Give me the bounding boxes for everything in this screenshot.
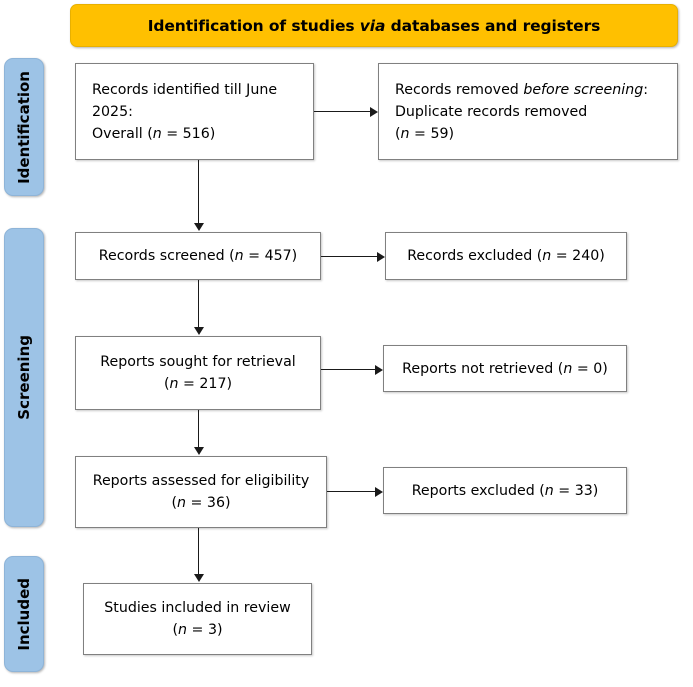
arrowhead-screened-to-excluded [377, 252, 385, 262]
connector-identified-to-screened [198, 160, 199, 224]
reports-assessed-count-prefix: ( [171, 495, 178, 511]
reports-not-retrieved-var: n [563, 360, 573, 377]
reports-sought-count-prefix: ( [163, 376, 170, 392]
stage-tab-included: Included [4, 556, 44, 672]
reports-assessed-count-suffix: = 36) [186, 495, 231, 511]
studies-included-count: (n = 3) [84, 619, 311, 641]
duplicates-line1: Records removed before screening: [379, 79, 677, 101]
duplicates-count: (n = 59) [379, 123, 677, 145]
connector-assessed-to-excluded [327, 491, 375, 492]
records-identified-count-prefix: Overall ( [92, 125, 153, 142]
duplicates-line2: Duplicate records removed [395, 103, 588, 120]
reports-excluded-var: n [544, 482, 554, 499]
node-records-identified: Records identified till June 2025: Overa… [75, 63, 314, 160]
studies-included-count-var: n [178, 622, 188, 638]
diagram-title: Identification of studies via databases … [148, 17, 601, 35]
connector-identified-to-duplicates [314, 111, 370, 112]
reports-excluded-text: Reports excluded (n = 33) [384, 480, 626, 502]
banner-text-italic: via [359, 16, 386, 35]
duplicates-count-var: n [400, 125, 410, 142]
node-reports-not-retrieved: Reports not retrieved (n = 0) [383, 345, 627, 392]
records-identified-line1: Records identified till June [92, 81, 278, 98]
connector-sought-to-not-retrieved [321, 369, 375, 370]
node-records-excluded: Records excluded (n = 240) [385, 232, 627, 280]
duplicates-line1-italic: before screening [523, 81, 644, 98]
node-records-removed-duplicates: Records removed before screening: Duplic… [378, 63, 678, 160]
node-records-screened: Records screened (n = 457) [75, 232, 321, 280]
reports-excluded-suffix: = 33) [553, 482, 599, 499]
records-identified-line2: 2025: [92, 103, 133, 120]
reports-assessed-count: (n = 36) [76, 492, 326, 514]
node-reports-excluded: Reports excluded (n = 33) [383, 467, 627, 514]
stage-label-included: Included [15, 577, 33, 651]
duplicates-count-prefix: ( [395, 125, 401, 142]
records-excluded-var: n [542, 248, 552, 264]
duplicates-line1-prefix: Records removed [395, 81, 524, 98]
duplicates-count-suffix: = 59) [409, 125, 455, 142]
studies-included-count-suffix: = 3) [187, 622, 223, 638]
arrowhead-identified-to-duplicates [370, 107, 378, 117]
records-screened-suffix: = 457) [243, 248, 298, 264]
reports-excluded-prefix: Reports excluded ( [411, 482, 545, 499]
reports-not-retrieved-text: Reports not retrieved (n = 0) [384, 358, 626, 380]
connector-screened-to-sought [198, 280, 199, 328]
stage-tab-screening: Screening [4, 228, 44, 527]
records-excluded-text: Records excluded (n = 240) [386, 245, 626, 267]
reports-sought-count-var: n [169, 376, 179, 392]
arrowhead-sought-to-not-retrieved [375, 365, 383, 375]
records-screened-prefix: Records screened ( [98, 248, 235, 264]
studies-included-count-prefix: ( [172, 622, 179, 638]
stage-tab-identification: Identification [4, 58, 44, 196]
reports-assessed-count-var: n [177, 495, 187, 511]
records-screened-text: Records screened (n = 457) [76, 245, 320, 267]
reports-assessed-line1: Reports assessed for eligibility [92, 473, 310, 489]
records-excluded-suffix: = 240) [551, 248, 605, 264]
records-screened-var: n [234, 248, 244, 264]
records-identified-count: Overall (n = 516) [76, 123, 313, 145]
studies-included-line1: Studies included in review [104, 600, 291, 616]
reports-sought-count: (n = 217) [76, 373, 320, 395]
duplicates-line1-suffix: : [643, 81, 648, 98]
connector-screened-to-excluded [321, 256, 377, 257]
stage-label-identification: Identification [15, 70, 33, 184]
banner-text-before: Identification of studies [147, 16, 360, 35]
arrowhead-identified-to-screened [194, 223, 204, 231]
banner-text-after: databases and registers [385, 16, 601, 35]
reports-sought-count-suffix: = 217) [178, 376, 233, 392]
node-reports-sought: Reports sought for retrieval (n = 217) [75, 336, 321, 410]
records-excluded-prefix: Records excluded ( [407, 248, 543, 264]
arrowhead-screened-to-sought [194, 327, 204, 335]
connector-assessed-to-included [198, 528, 199, 575]
connector-sought-to-assessed [198, 410, 199, 448]
records-identified-count-var: n [152, 125, 162, 142]
reports-sought-line1: Reports sought for retrieval [100, 354, 296, 370]
reports-not-retrieved-prefix: Reports not retrieved ( [402, 360, 564, 377]
arrowhead-assessed-to-excluded [375, 487, 383, 497]
diagram-header-banner: Identification of studies via databases … [70, 4, 678, 47]
node-reports-assessed: Reports assessed for eligibility (n = 36… [75, 456, 327, 528]
stage-label-screening: Screening [15, 335, 33, 420]
arrowhead-sought-to-assessed [194, 447, 204, 455]
reports-not-retrieved-suffix: = 0) [572, 360, 608, 377]
node-studies-included: Studies included in review (n = 3) [83, 583, 312, 655]
arrowhead-assessed-to-included [194, 574, 204, 582]
records-identified-count-suffix: = 516) [161, 125, 216, 142]
